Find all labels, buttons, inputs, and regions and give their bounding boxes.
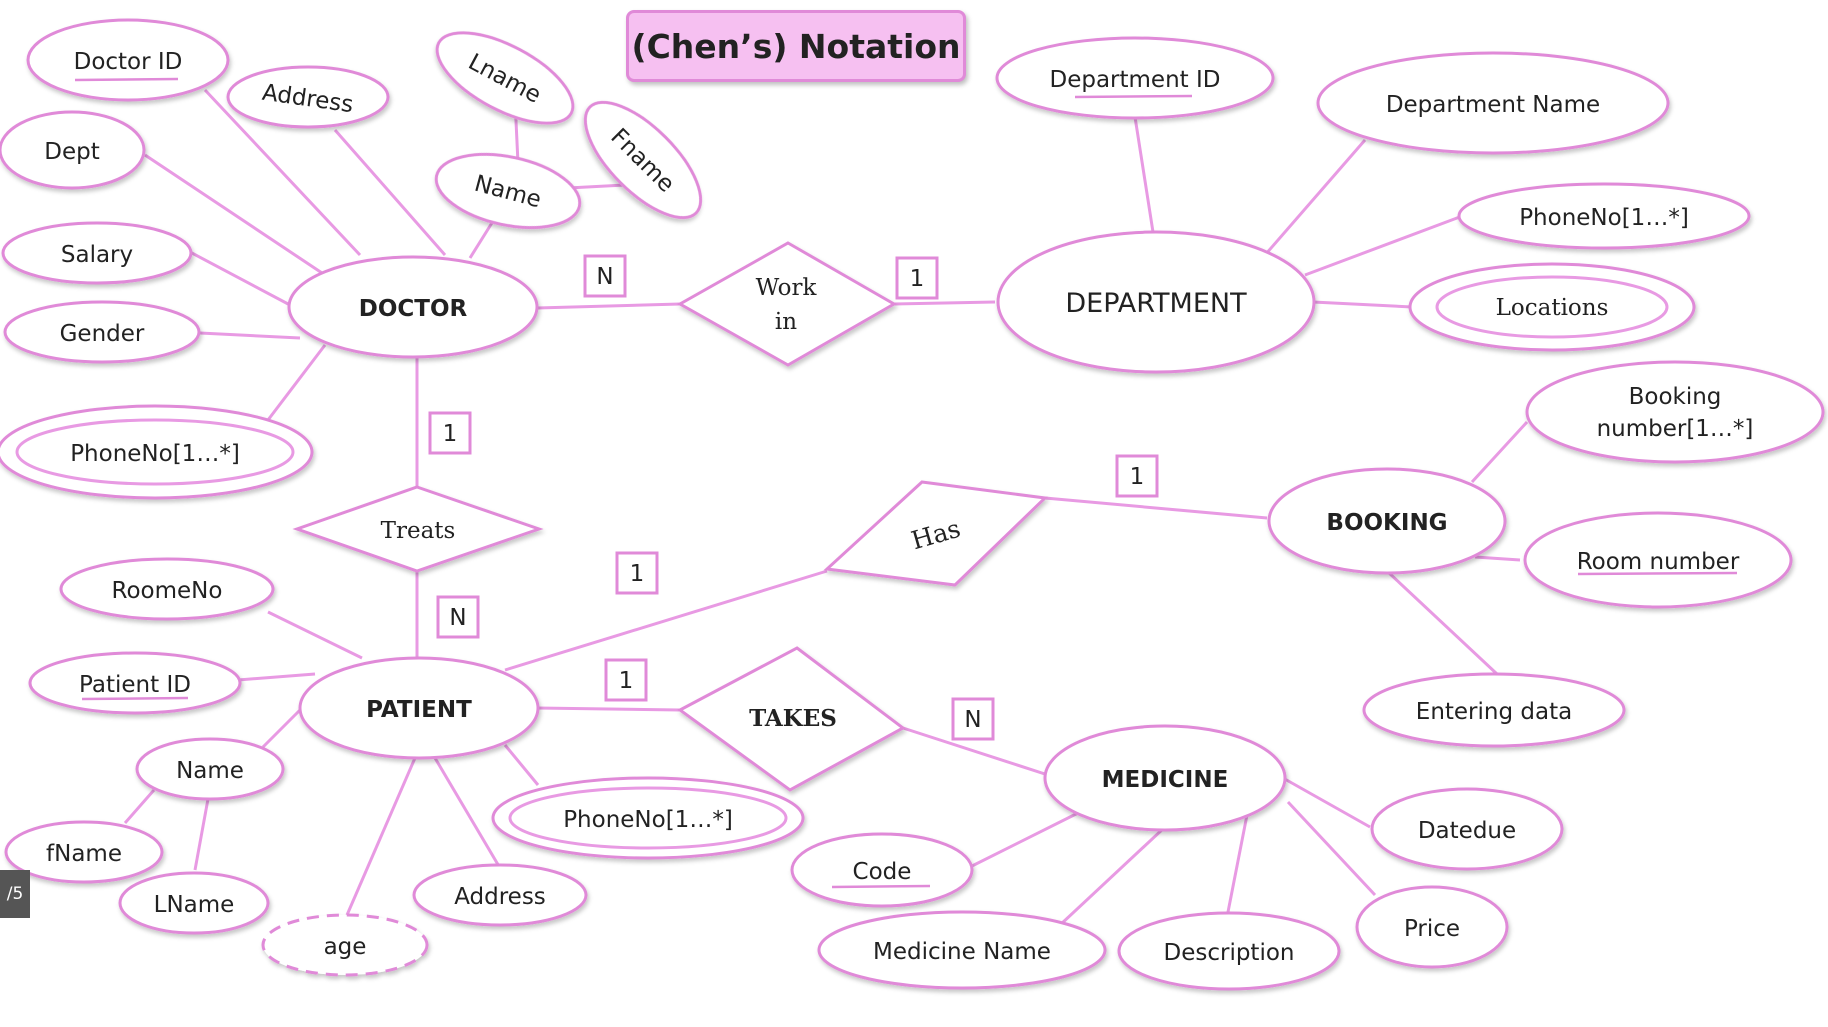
relationship-has: Has: [823, 480, 1049, 587]
svg-text:Treats: Treats: [381, 518, 456, 544]
svg-text:1: 1: [443, 421, 458, 447]
cardinality-doctor-treats: 1: [428, 411, 472, 455]
svg-text:MEDICINE: MEDICINE: [1102, 767, 1229, 793]
attr-doctor-address: Address: [226, 65, 390, 129]
svg-text:Dept: Dept: [44, 139, 99, 165]
attr-doctor-lname: Lname: [435, 31, 575, 125]
attr-department-id: Department ID: [995, 36, 1275, 120]
cardinality-patient-takes: 1: [604, 658, 648, 702]
attr-patient-lname: LName: [118, 871, 270, 935]
attr-doctor-name: Name: [434, 152, 582, 230]
svg-text:Salary: Salary: [61, 242, 133, 268]
svg-text:BOOKING: BOOKING: [1326, 510, 1447, 536]
attr-doctor-phone-multivalued: PhoneNo[1…*]: [0, 404, 314, 500]
svg-text:LName: LName: [154, 892, 235, 918]
svg-text:Booking: Booking: [1629, 384, 1722, 410]
svg-text:Work: Work: [756, 275, 818, 301]
page-indicator[interactable]: /5: [0, 870, 30, 918]
attr-booking-number: Booking number[1…*]: [1525, 360, 1825, 464]
svg-text:Room number: Room number: [1577, 549, 1740, 575]
cardinality-takes-medicine: N: [951, 697, 995, 741]
svg-text:N: N: [964, 707, 981, 733]
svg-text:in: in: [775, 309, 797, 335]
attr-patient-roomeno: RoomeNo: [59, 557, 275, 621]
svg-text:Price: Price: [1404, 916, 1460, 942]
svg-text:N: N: [596, 264, 613, 290]
svg-text:Address: Address: [454, 884, 546, 910]
entity-department: DEPARTMENT: [996, 230, 1316, 374]
relationship-treats: Treats: [292, 485, 544, 573]
svg-text:1: 1: [630, 561, 645, 587]
svg-text:N: N: [449, 605, 466, 631]
svg-text:Description: Description: [1164, 940, 1295, 966]
svg-text:Code: Code: [853, 859, 912, 885]
attr-medicine-datedue: Datedue: [1370, 787, 1564, 871]
svg-text:Name: Name: [176, 758, 244, 784]
svg-text:age: age: [324, 934, 367, 960]
svg-text:PhoneNo[1…*]: PhoneNo[1…*]: [1519, 205, 1689, 231]
svg-text:DEPARTMENT: DEPARTMENT: [1065, 288, 1247, 319]
svg-text:RoomeNo: RoomeNo: [112, 578, 223, 604]
attr-department-locations-multivalued: Locations: [1408, 262, 1696, 352]
cardinality-workin-department: 1: [895, 256, 939, 300]
svg-text:Department ID: Department ID: [1050, 67, 1221, 93]
svg-text:Department Name: Department Name: [1386, 92, 1600, 118]
attr-medicine-name: Medicine Name: [817, 910, 1107, 990]
attr-department-name: Department Name: [1316, 51, 1670, 155]
svg-text:Locations: Locations: [1496, 295, 1609, 321]
attr-medicine-description: Description: [1117, 911, 1341, 991]
connector-lines: [123, 88, 1529, 927]
entity-booking: BOOKING: [1267, 467, 1507, 575]
svg-text:Gender: Gender: [60, 321, 145, 347]
svg-text:DOCTOR: DOCTOR: [359, 296, 468, 322]
entity-patient: PATIENT: [298, 656, 540, 760]
svg-text:Doctor ID: Doctor ID: [74, 49, 183, 75]
svg-text:Datedue: Datedue: [1418, 818, 1516, 844]
svg-text:PhoneNo[1…*]: PhoneNo[1…*]: [70, 441, 240, 467]
attr-doctor-id: Doctor ID: [26, 18, 230, 102]
svg-text:number[1…*]: number[1…*]: [1597, 416, 1754, 442]
svg-text:1: 1: [1130, 464, 1145, 490]
entity-medicine: MEDICINE: [1043, 724, 1287, 832]
cardinality-patient-has: 1: [615, 551, 659, 595]
entity-doctor: DOCTOR: [287, 255, 539, 359]
svg-text:Medicine Name: Medicine Name: [873, 939, 1051, 965]
relationship-takes: TAKES: [677, 646, 906, 792]
attr-patient-phone-multivalued: PhoneNo[1…*]: [491, 776, 805, 860]
attr-booking-entering-data: Entering data: [1362, 672, 1626, 748]
cardinality-has-booking: 1: [1115, 454, 1159, 498]
attr-patient-id: Patient ID: [28, 651, 242, 715]
attr-doctor-fname: Fname: [583, 100, 703, 220]
svg-text:1: 1: [910, 266, 925, 292]
diagram-title: (Chen’s) Notation: [626, 10, 966, 82]
cardinality-treats-patient: N: [436, 595, 480, 639]
svg-text:PhoneNo[1…*]: PhoneNo[1…*]: [563, 807, 733, 833]
attr-patient-age-derived: age: [261, 913, 429, 977]
attr-patient-fname: fName: [4, 820, 164, 884]
attr-doctor-salary: Salary: [1, 221, 193, 285]
svg-text:fName: fName: [46, 841, 122, 867]
attr-medicine-code: Code: [790, 832, 974, 908]
svg-text:Entering data: Entering data: [1416, 699, 1572, 725]
attr-patient-address: Address: [412, 863, 588, 927]
attr-doctor-gender: Gender: [3, 300, 201, 364]
attr-doctor-dept: Dept: [0, 110, 146, 190]
svg-text:Patient ID: Patient ID: [79, 672, 191, 698]
relationship-work-in: Work in: [676, 241, 898, 367]
cardinality-doctor-workin: N: [583, 254, 627, 298]
attr-patient-name: Name: [135, 737, 285, 801]
attr-medicine-price: Price: [1355, 885, 1509, 969]
svg-text:1: 1: [619, 668, 634, 694]
attr-department-phone: PhoneNo[1…*]: [1457, 182, 1751, 250]
svg-text:PATIENT: PATIENT: [366, 697, 472, 723]
attr-booking-room-number: Room number: [1523, 511, 1793, 609]
svg-text:TAKES: TAKES: [749, 705, 837, 732]
